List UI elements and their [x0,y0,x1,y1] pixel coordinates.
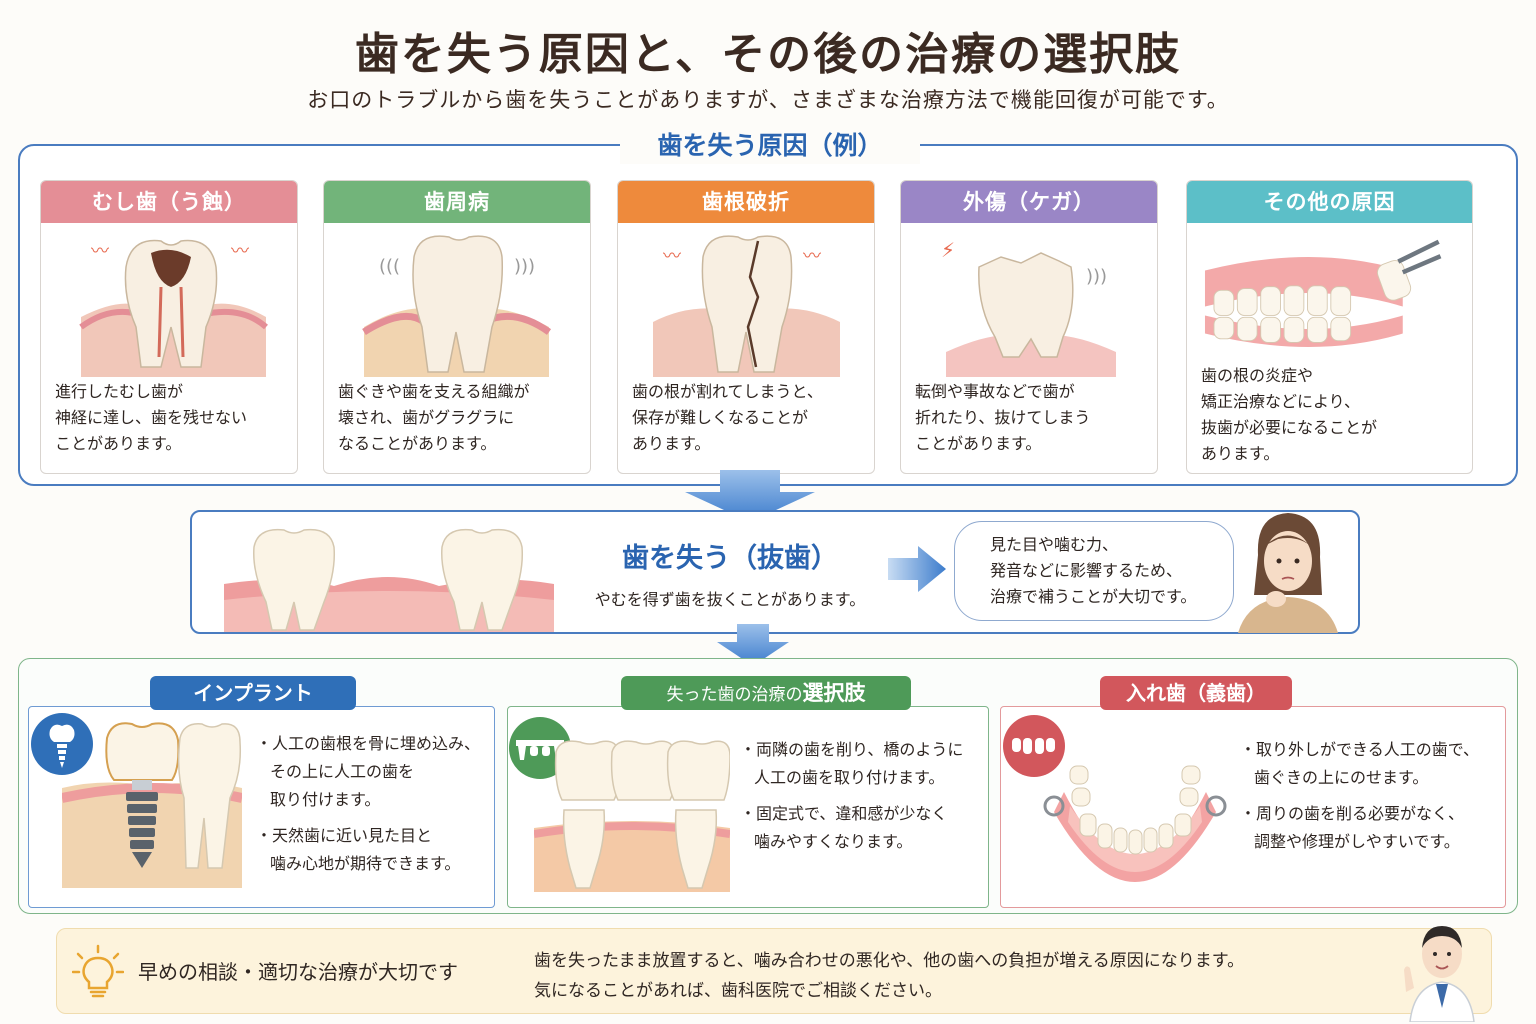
cause-label: 歯根破折 [618,181,874,223]
denture-label: 入れ歯（義歯） [1100,676,1292,710]
cause-description: 歯の根が割れてしまうと、 保存が難しくなることが あります。 [632,382,823,453]
bridge-illustration [534,740,730,892]
loose-tooth-icon: ((( ))) [362,235,552,377]
svg-text:(((: ((( [379,256,400,277]
missing-tooth-gum-icon [224,528,554,632]
cause-label: その他の原因 [1187,181,1472,223]
cause-description: 進行したむし歯が 神経に達し、歯を残せない ことがあります。 [55,382,248,453]
cause-card-periodontal: 歯周病 ((( ))) 歯ぐきや歯を支える組織が 壊され、歯がグラグラに なるこ… [323,180,591,474]
cause-label: 歯周病 [324,181,590,223]
implant-point: 天然歯に近い見た目と 噛み心地が期待できます。 [256,822,492,878]
extraction-title: 歯を失う（抜歯） [622,543,838,574]
cause-description: 転倒や事故などで歯が 折れたり、抜けてしまう ことがあります。 [915,382,1091,453]
bridge-point: 両隣の歯を削り、橋のように 人工の歯を取り付けます。 [740,736,986,792]
treatment-options-heading: 失った歯の治療の選択肢 [621,676,911,710]
right-arrow-icon [888,546,946,592]
cause-label: むし歯（う蝕） [41,181,297,223]
footer-box [56,928,1492,1014]
cause-card-root-fracture: 歯根破折 〰 〰 歯の根が割れてしまうと、 保存が難しくなることが あります。 [617,180,875,474]
lightbulb-icon [72,944,124,998]
denture-point: 取り外しができる人工の歯で、 歯ぐきの上にのせます。 [1240,736,1502,792]
denture-illustration [1043,765,1227,882]
svg-text:⚡: ⚡ [941,238,955,262]
implant-label: インプラント [150,676,356,710]
causes-heading: 歯を失う原因（例） [620,128,920,164]
cause-label: 外傷（ケガ） [901,181,1157,223]
svg-text:〰: 〰 [803,246,821,267]
svg-text:))): ))) [1086,266,1107,287]
dentist-avatar [1404,926,1475,1022]
cause-card-other: その他の原因 歯の根の炎症や 矯正治療などにより、 抜歯が必要になることが あり… [1186,180,1473,474]
bridge-point: 固定式で、違和感が少なく 噛みやすくなります。 [740,800,986,856]
treatment-heading-prefix: 失った歯の治療の [666,685,803,705]
speech-bubble-text: 見た目や噛む力、 発音などに影響するため、 治療で補うことが大切です。 [990,535,1197,606]
implant-points: 人工の歯根を骨に埋め込み、 その上に人工の歯を 取り付けます。 天然歯に近い見た… [256,730,492,886]
speech-bubble [954,521,1234,621]
svg-text:〰: 〰 [91,241,109,262]
denture-point: 周りの歯を削る必要がなく、 調整や修理がしやすいです。 [1240,800,1502,856]
denture-icon [1003,715,1065,777]
footer-heading: 早めの相談・適切な治療が大切です [138,960,458,984]
down-arrow-icon [717,624,789,666]
svg-text:))): ))) [514,256,535,277]
treatment-heading-emphasis: 選択肢 [802,681,866,705]
extraction-description: やむを得ず歯を抜くことがあります。 [594,590,866,609]
fractured-tooth-icon: 〰 〰 [653,235,840,377]
cause-description: 歯の根の炎症や 矯正治療などにより、 抜歯が必要になることが あります。 [1201,366,1378,463]
cause-card-trauma: 外傷（ケガ） ⚡ ))) 転倒や事故などで歯が 折れたり、抜けてしまう ことがあ… [900,180,1158,474]
svg-text:〰: 〰 [231,241,249,262]
cause-description: 歯ぐきや歯を支える組織が 壊され、歯がグラグラに なることがあります。 [338,382,530,453]
broken-tooth-icon: ⚡ ))) [941,238,1116,377]
bridge-points: 両隣の歯を削り、橋のように 人工の歯を取り付けます。 固定式で、違和感が少なく … [740,736,986,864]
implant-point: 人工の歯根を骨に埋め込み、 その上に人工の歯を 取り付けます。 [256,730,492,814]
denture-points: 取り外しができる人工の歯で、 歯ぐきの上にのせます。 周りの歯を削る必要がなく、… [1240,736,1502,864]
page-title: 歯を失う原因と、その後の治療の選択肢 [354,29,1182,80]
extraction-forceps-icon [1204,239,1442,347]
worried-woman-avatar [1238,513,1338,633]
footer-message: 歯を失ったまま放置すると、噛み合わせの悪化や、他の歯への負担が増える原因になりま… [534,951,1245,1001]
page-subtitle: お口のトラブルから歯を失うことがありますが、さまざまな治療方法で機能回復が可能で… [307,88,1229,112]
cause-card-caries: むし歯（う蝕） 〰 〰 進行したむし歯が 神経に達し、歯を残せない ことがありま… [40,180,298,474]
svg-text:〰: 〰 [663,246,681,267]
implant-tooth-illustration [62,722,242,888]
decayed-tooth-icon: 〰 〰 [79,239,268,377]
down-arrow-icon [685,470,815,522]
implant-icon [31,713,93,775]
